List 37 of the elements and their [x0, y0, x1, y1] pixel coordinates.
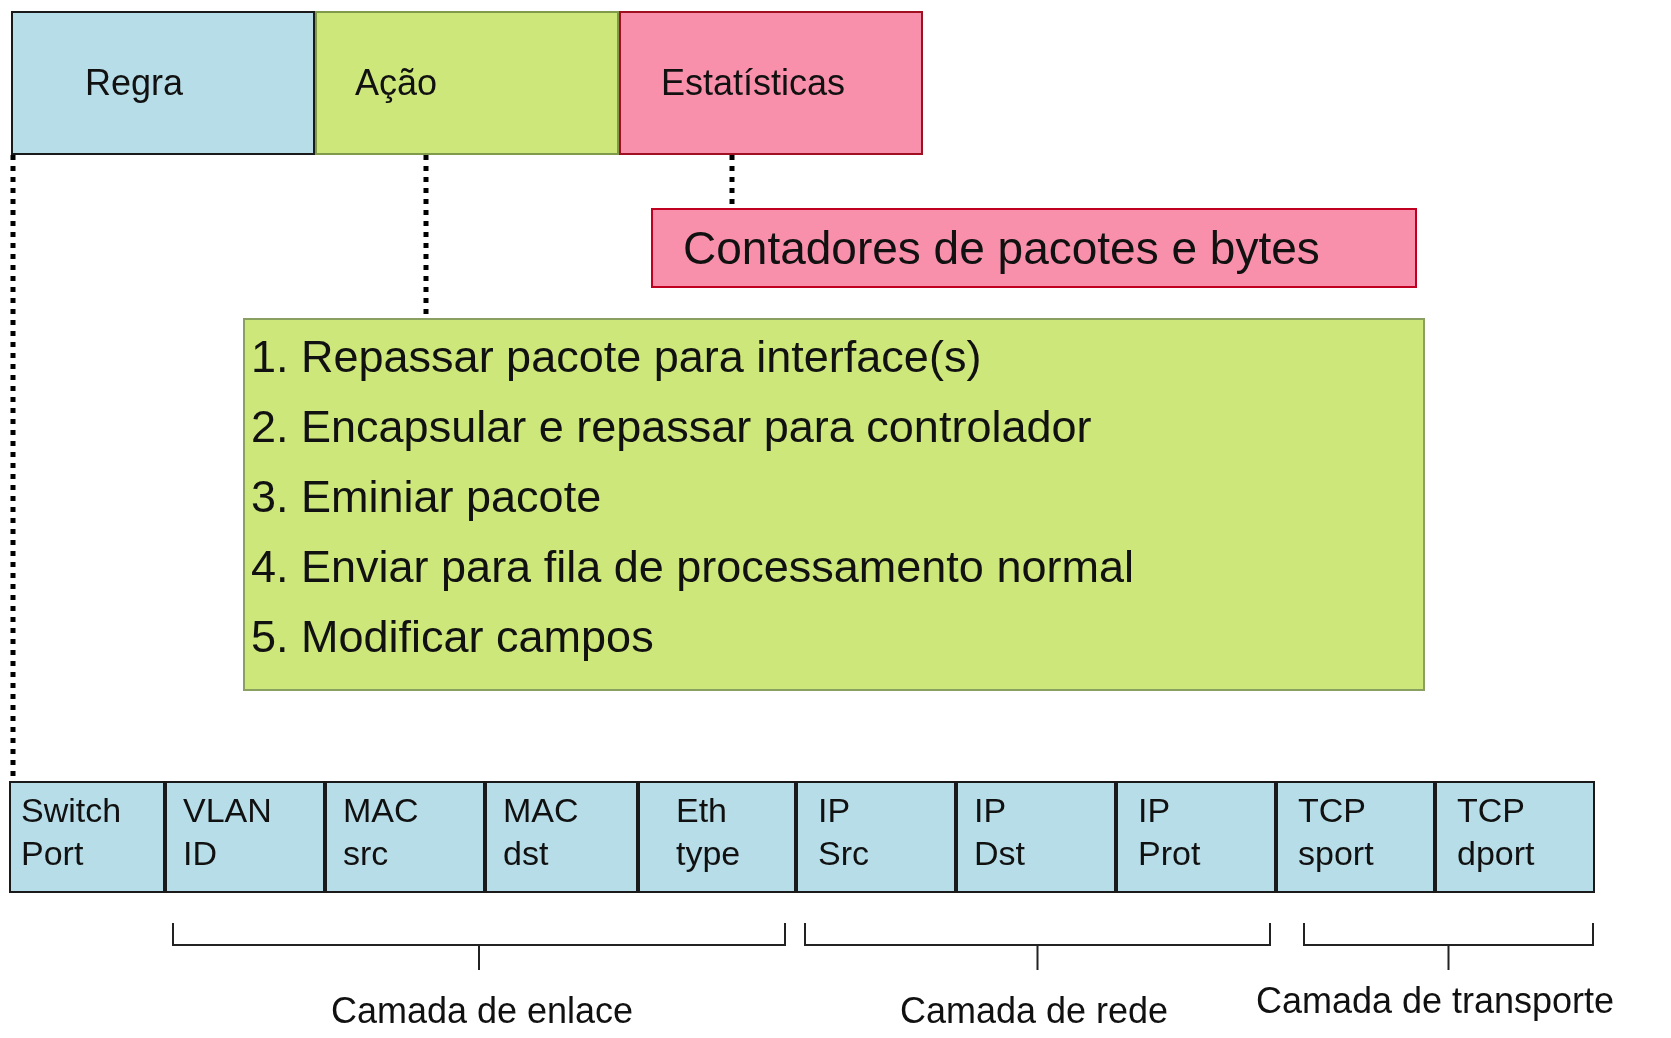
list-item: 2. Encapsular e repassar para controlador: [251, 400, 1092, 454]
list-item: 4. Enviar para fila de processamento normal: [251, 540, 1134, 594]
field-label: MAC src: [343, 790, 419, 874]
actions-list-box: [243, 318, 1425, 691]
field-label: Switch Port: [21, 790, 122, 874]
box-label: Contadores de pacotes e bytes: [683, 221, 1320, 275]
box-label: Regra: [85, 62, 184, 104]
list-item: 1. Repassar pacote para interface(s): [251, 330, 982, 384]
box-label: Estatísticas: [661, 62, 846, 104]
counters-box: [651, 208, 1417, 288]
statistics-header: [619, 11, 923, 155]
field-label: MAC dst: [503, 790, 579, 874]
field-label: IP Src: [818, 790, 869, 874]
header-field-cell: [1435, 781, 1595, 893]
field-label: IP Dst: [974, 790, 1025, 874]
layer-label: Camada de rede: [899, 990, 1169, 1032]
header-field-cell: [1116, 781, 1276, 893]
header-field-cell: [956, 781, 1116, 893]
field-label: VLAN ID: [183, 790, 272, 874]
header-field-cell: [1276, 781, 1435, 893]
layer-label: Camada de transporte: [1255, 980, 1615, 1022]
field-label: TCP sport: [1298, 790, 1374, 874]
header-field-cell: [165, 781, 325, 893]
field-label: IP Prot: [1138, 790, 1201, 874]
action-header: [315, 11, 619, 155]
layer-label: Camada de enlace: [330, 990, 634, 1032]
header-field-cell: [638, 781, 796, 893]
header-field-cell: [796, 781, 956, 893]
rule-header: [11, 11, 315, 155]
list-item: 3. Eminiar pacote: [251, 470, 602, 524]
field-label: Eth type: [676, 790, 741, 874]
header-field-cell: [9, 781, 165, 893]
field-label: TCP dport: [1457, 790, 1535, 874]
box-label: Ação: [355, 62, 438, 104]
list-item: 5. Modificar campos: [251, 610, 654, 664]
header-field-cell: [325, 781, 485, 893]
header-field-cell: [485, 781, 638, 893]
